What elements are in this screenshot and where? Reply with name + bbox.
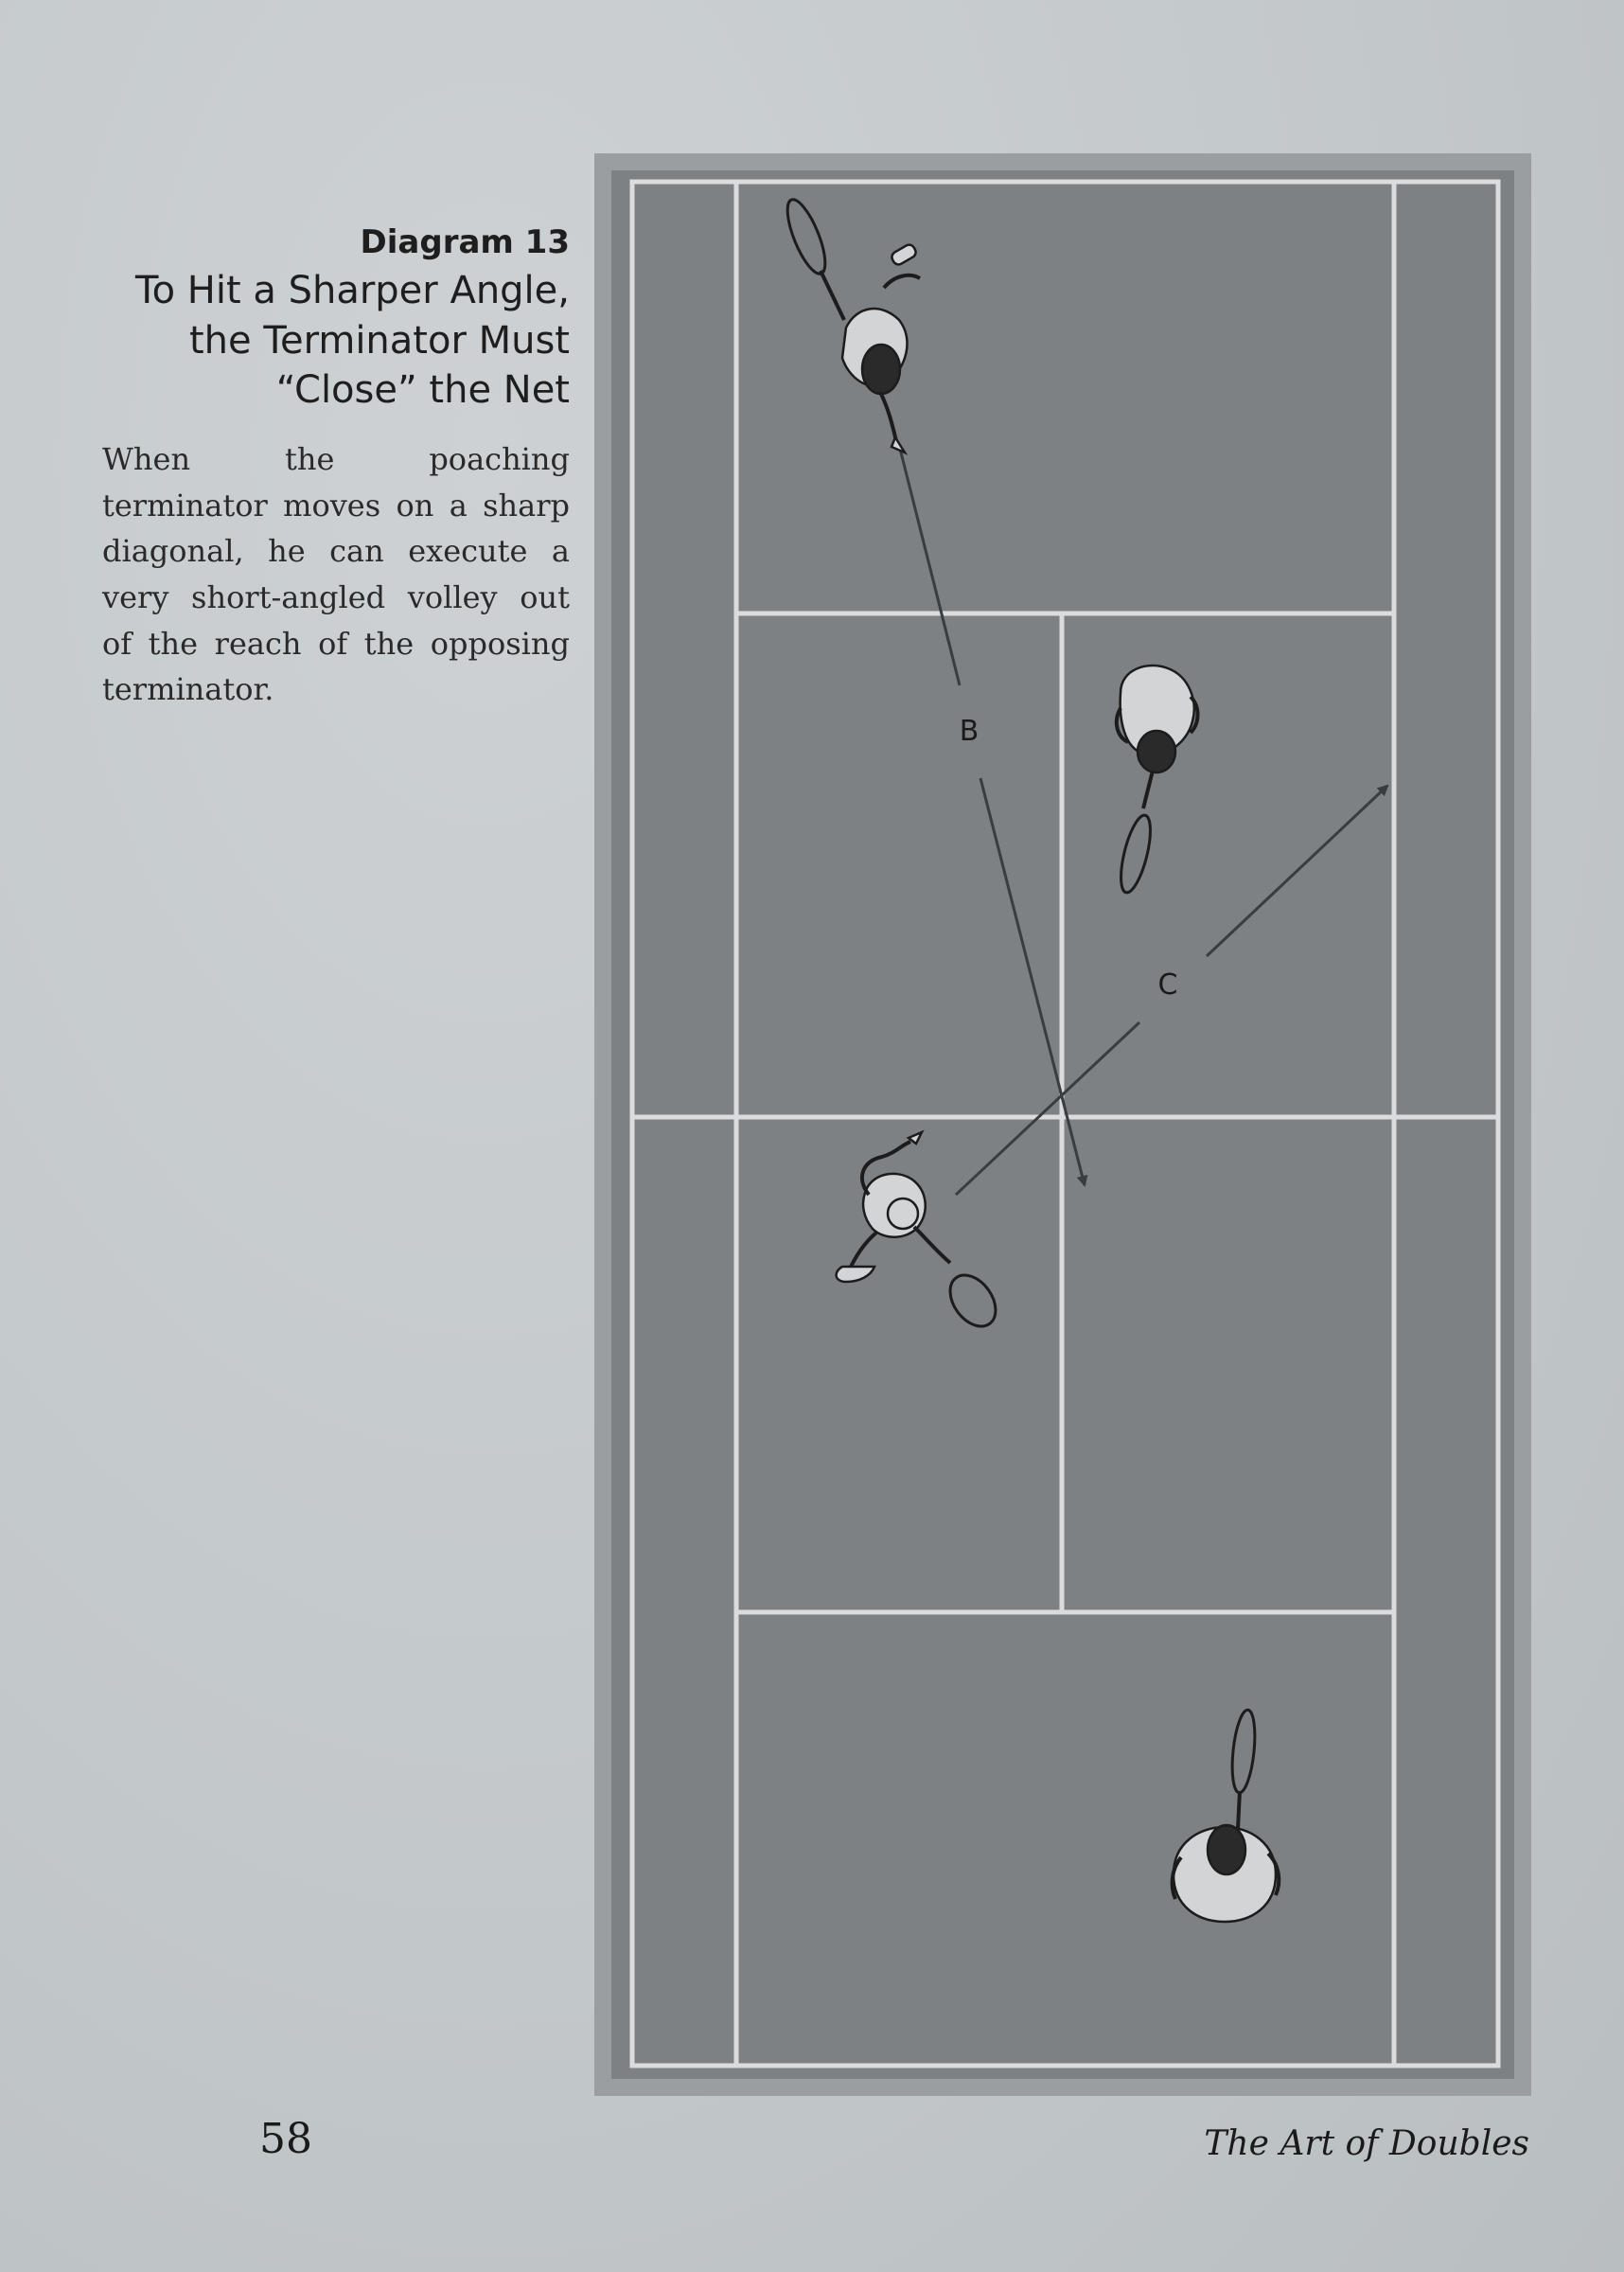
label-c: C: [1158, 968, 1178, 1002]
diagram-caption: Diagram 13 To Hit a Sharper Angle, the T…: [102, 223, 570, 713]
court-svg: B C: [594, 153, 1531, 2096]
doubles-boundary: [629, 179, 1501, 2068]
diagram-title-line: the Terminator Must: [189, 318, 570, 363]
player-bottom-icon: [1170, 1708, 1281, 1924]
diagram-description: When the poaching terminator moves on a …: [102, 441, 570, 708]
shot-b-start: [897, 444, 962, 686]
tennis-court-diagram: B C: [594, 153, 1531, 2096]
diagram-title-line: To Hit a Sharper Angle,: [134, 268, 570, 312]
diagram-title: To Hit a Sharper Angle, the Terminator M…: [102, 266, 570, 416]
court-lines: [629, 179, 1501, 2068]
player-terminator-icon: [835, 1129, 997, 1328]
player-net-far-icon: [1114, 664, 1200, 895]
book-title: The Art of Doubles: [1204, 2124, 1529, 2163]
diagram-number: Diagram 13: [360, 223, 570, 261]
diagram-title-line: “Close” the Net: [275, 368, 570, 413]
page-number: 58: [259, 2115, 312, 2163]
shot-c-end: [1205, 784, 1389, 958]
player-top-icon: [786, 198, 922, 455]
shot-b-end: [979, 777, 1088, 1187]
shot-c-start: [954, 1021, 1141, 1197]
label-b: B: [960, 715, 980, 748]
